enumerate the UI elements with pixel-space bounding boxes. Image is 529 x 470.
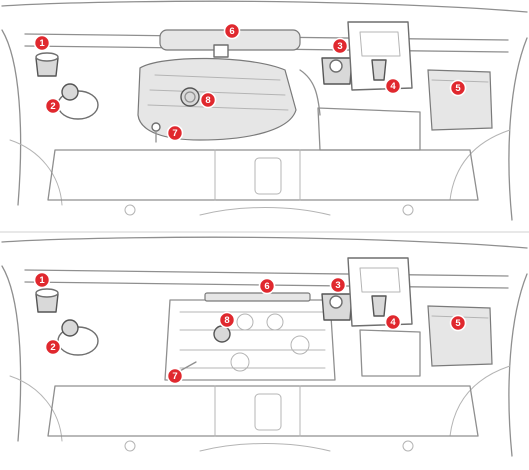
oil-filler-cap-inner (184, 91, 196, 103)
engine-detail-c (290, 335, 310, 355)
left-wheel-arch-2 (9, 375, 63, 442)
callout-3-panel2: 3 (329, 276, 347, 294)
bumper-line (199, 207, 331, 216)
battery-terminal-2 (371, 295, 387, 317)
callout-5-panel2: 5 (449, 314, 467, 332)
oil-filler-cap (180, 87, 200, 107)
callout-7: 7 (166, 124, 184, 142)
svg-text:7: 7 (172, 371, 177, 382)
bolt-right (402, 204, 414, 216)
svg-text:6: 6 (264, 281, 269, 292)
svg-text:4: 4 (390, 81, 396, 92)
bumper-line-2 (199, 443, 331, 452)
svg-text:5: 5 (455, 318, 461, 329)
brake-fluid-cap-2 (329, 295, 343, 309)
coolant-cap-2 (61, 319, 79, 337)
svg-text:7: 7 (172, 128, 177, 139)
engine-cover (137, 57, 297, 141)
callout-4: 4 (384, 77, 402, 95)
left-fender-2 (1, 265, 22, 442)
front-panel-ribs-2 (214, 385, 301, 437)
hood-latch-2 (254, 393, 282, 431)
lower-tray-2 (359, 329, 421, 377)
cover-strip (204, 292, 311, 302)
oil-filler-cap-2 (213, 325, 231, 343)
left-fender (1, 29, 22, 206)
right-fender (508, 37, 528, 221)
bolt-left-2 (124, 440, 136, 452)
hood-line-top (1, 0, 528, 13)
battery (427, 69, 493, 131)
strut-brace-top-2 (24, 269, 509, 277)
callout-6: 6 (223, 22, 241, 40)
right-wheel-arch-2 (449, 365, 511, 437)
svg-text:2: 2 (50, 101, 55, 112)
right-wheel-arch (449, 129, 511, 201)
fuse-box-lid (359, 31, 401, 57)
svg-text:8: 8 (224, 315, 229, 326)
panel-top (1, 0, 528, 221)
callout-8-panel2: 8 (218, 311, 236, 329)
engine-detail-b (266, 313, 284, 331)
engine-detail-a (236, 313, 254, 331)
svg-text:3: 3 (335, 280, 340, 291)
callout-3: 3 (331, 37, 349, 55)
callout-8: 8 (199, 91, 217, 109)
svg-text:8: 8 (205, 95, 210, 106)
svg-text:6: 6 (229, 26, 234, 37)
callout-1-panel2: 1 (33, 271, 51, 289)
dipstick-handle (151, 122, 161, 132)
bolt-right-2 (402, 440, 414, 452)
engine-block-detail (179, 311, 326, 369)
engine-detail-d (230, 352, 250, 372)
battery-terminal (371, 59, 387, 81)
front-panel-ribs (214, 149, 301, 201)
callout-2: 2 (44, 97, 62, 115)
svg-text:3: 3 (337, 41, 342, 52)
svg-text:1: 1 (39, 275, 45, 286)
fuse-box-lid-2 (359, 267, 401, 293)
callout-7-panel2: 7 (166, 367, 184, 385)
callout-5: 5 (449, 79, 467, 97)
right-fender-2 (508, 273, 528, 457)
air-intake-clip (213, 44, 229, 58)
callout-2-panel2: 2 (44, 338, 62, 356)
battery-2 (427, 305, 493, 367)
callout-4-panel2: 4 (384, 313, 402, 331)
coolant-cap (61, 83, 79, 101)
lower-tray (317, 107, 421, 151)
bolt-left (124, 204, 136, 216)
svg-text:4: 4 (390, 317, 396, 328)
svg-text:2: 2 (50, 342, 55, 353)
engine-cover-ribs (147, 74, 289, 111)
front-panel-2 (47, 385, 479, 437)
washer-cap (35, 52, 59, 62)
panel-bottom (1, 236, 528, 457)
callout-1: 1 (33, 34, 51, 52)
intake-hose-top (299, 69, 321, 116)
callout-6-panel2: 6 (258, 277, 276, 295)
brake-fluid-cap (329, 59, 343, 73)
svg-text:1: 1 (39, 38, 45, 49)
washer-cap-2 (35, 288, 59, 298)
svg-text:5: 5 (455, 83, 461, 94)
hood-line-top-2 (1, 236, 528, 249)
left-wheel-arch (9, 139, 63, 206)
hood-latch (254, 157, 282, 195)
